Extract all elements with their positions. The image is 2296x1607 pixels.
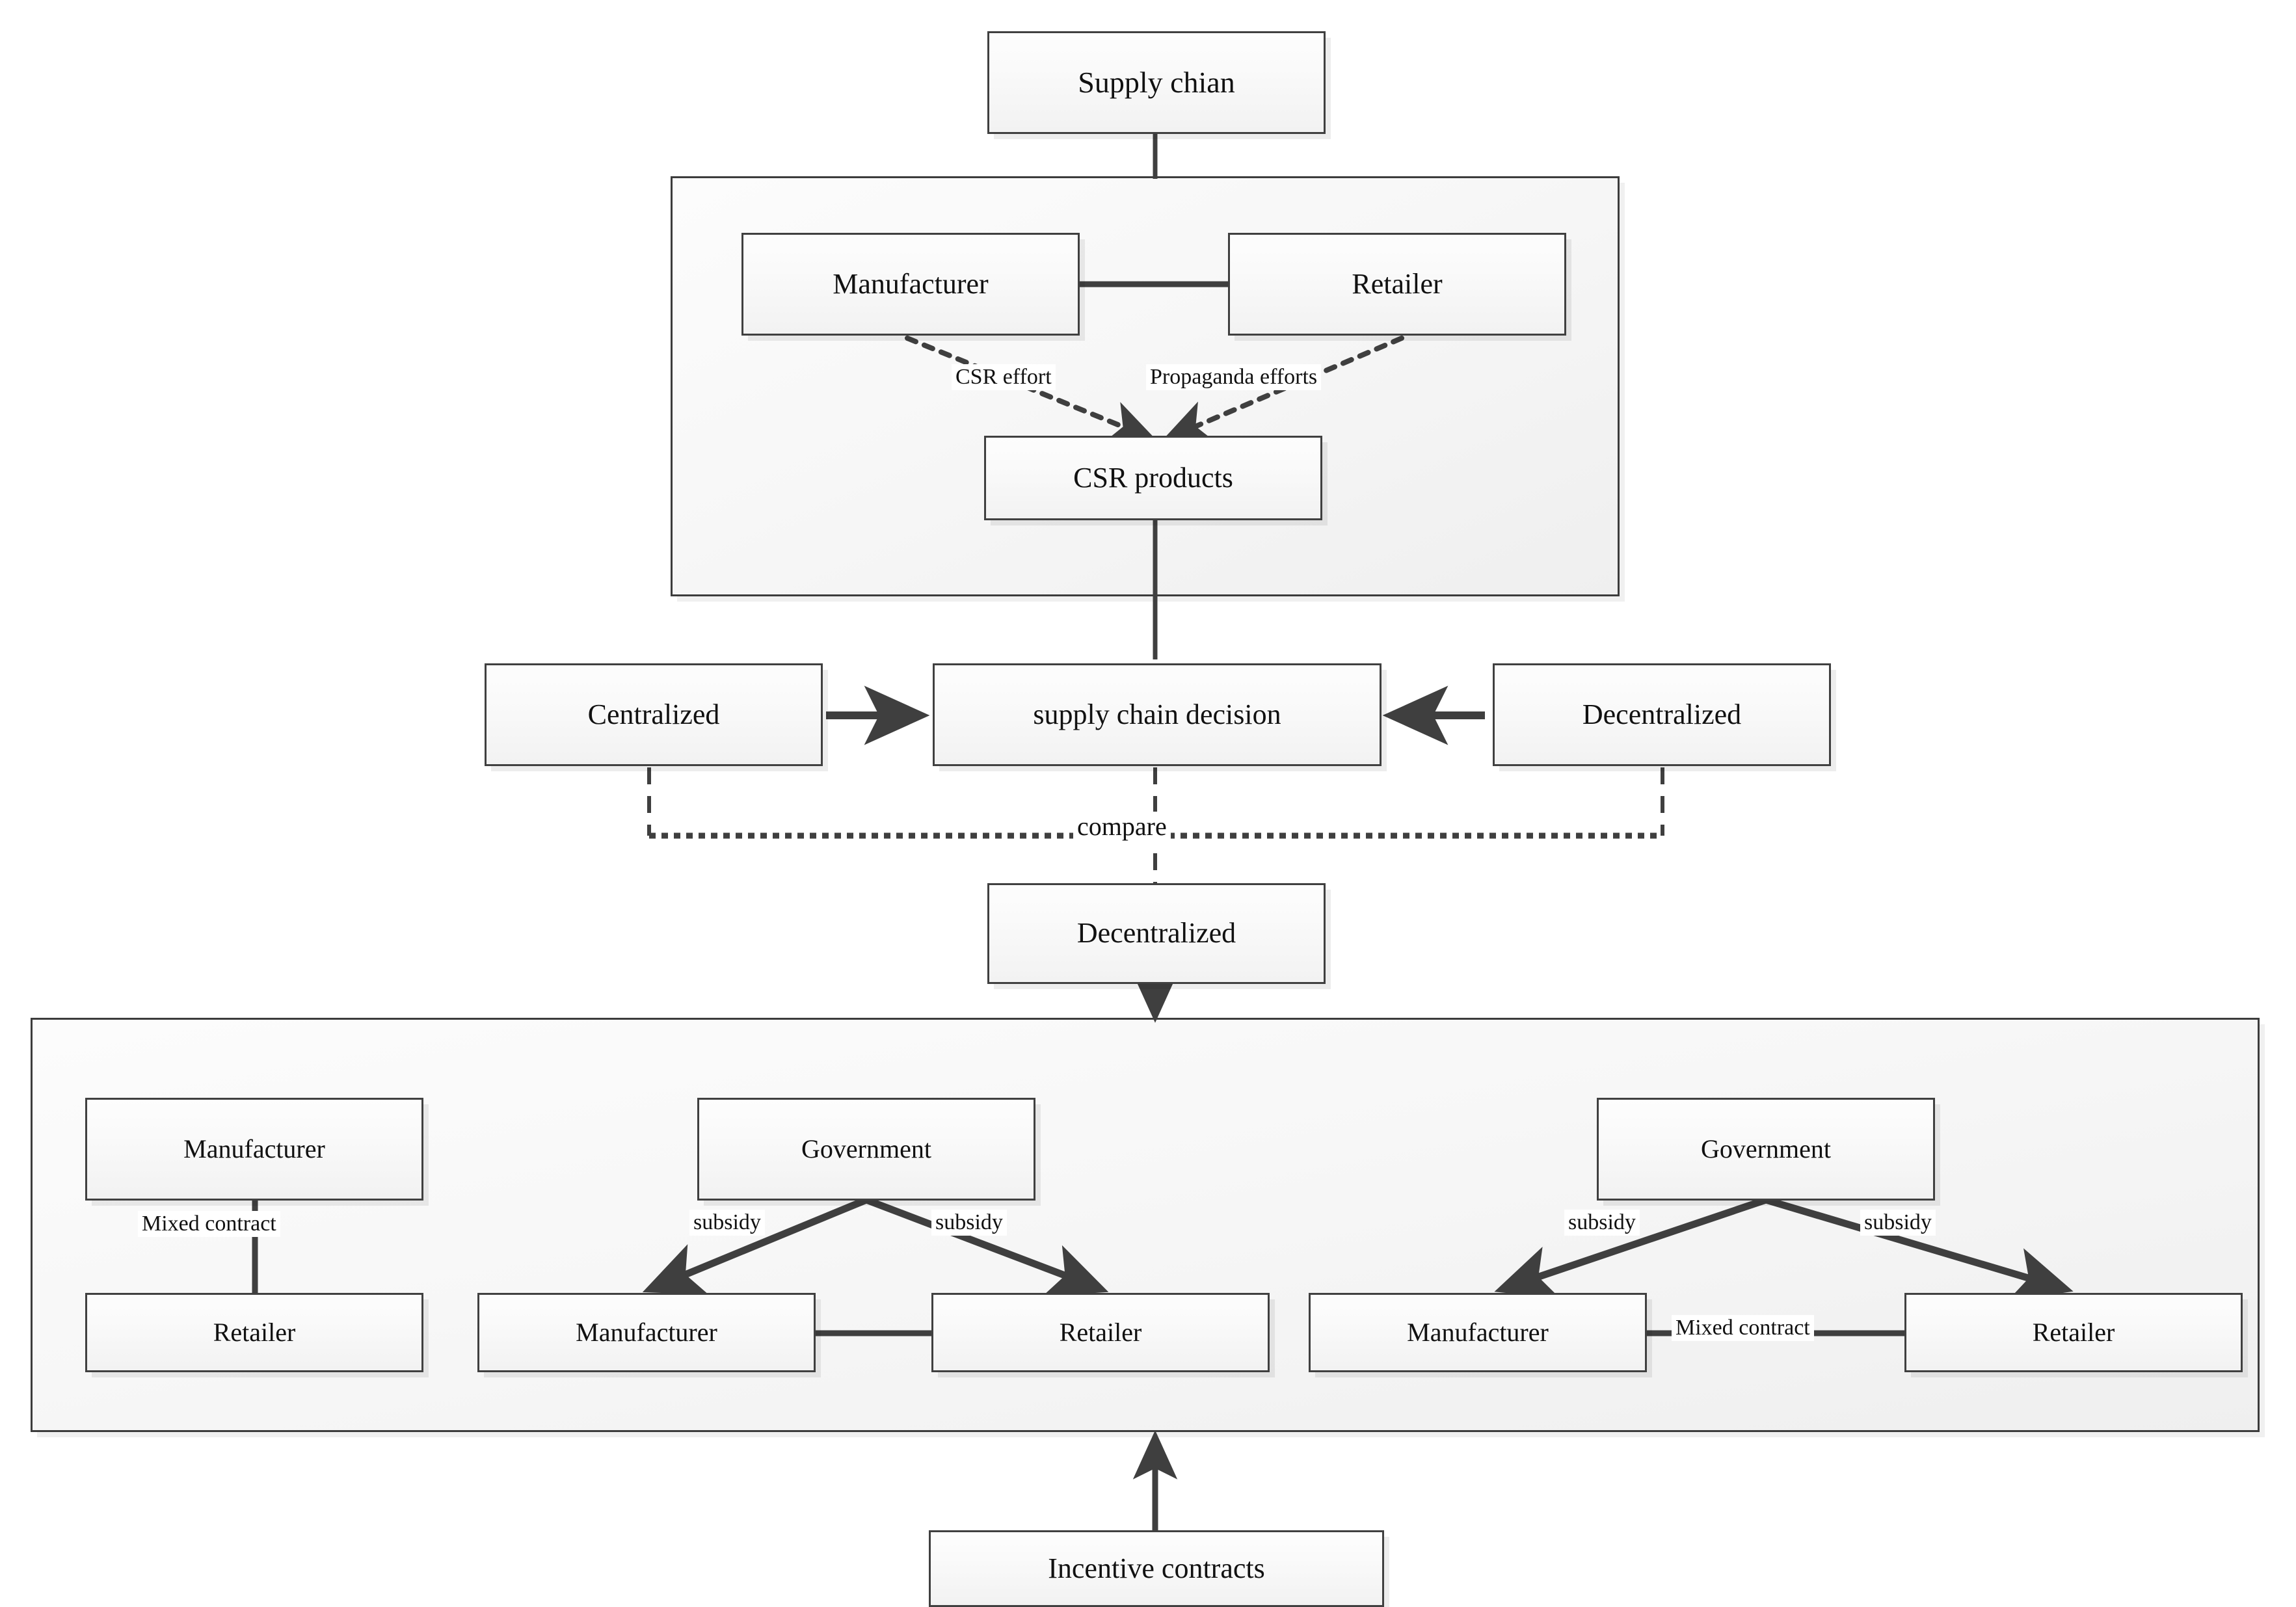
node-mid-manufacturer[interactable]: Manufacturer [477, 1293, 816, 1372]
node-upper-retailer[interactable]: Retailer [1228, 233, 1566, 336]
label-right-subsidy-left: subsidy [1564, 1210, 1640, 1236]
node-decentralized[interactable]: Decentralized [987, 883, 1326, 984]
node-csr-products-label: CSR products [1073, 461, 1233, 494]
node-supply-chain-decision-label: supply chain decision [1033, 698, 1281, 730]
node-incentive-contracts[interactable]: Incentive contracts [929, 1530, 1384, 1607]
label-mid-subsidy-right-text: subsidy [935, 1210, 1003, 1234]
node-upper-manufacturer[interactable]: Manufacturer [741, 233, 1080, 336]
node-decentralized-right[interactable]: Decentralized [1493, 663, 1831, 766]
node-right-retailer-label: Retailer [2032, 1318, 2115, 1347]
node-upper-retailer-label: Retailer [1352, 267, 1443, 300]
label-left-mixed-contract: Mixed contract [138, 1211, 280, 1237]
label-mid-subsidy-left: subsidy [689, 1210, 765, 1236]
node-right-government[interactable]: Government [1597, 1098, 1935, 1201]
node-decentralized-label: Decentralized [1076, 917, 1236, 950]
node-incentive-contracts-label: Incentive contracts [1048, 1552, 1265, 1584]
label-right-subsidy-left-text: subsidy [1568, 1210, 1636, 1234]
node-mid-retailer-label: Retailer [1059, 1318, 1142, 1347]
label-mid-subsidy-right: subsidy [931, 1210, 1007, 1236]
label-csr-effort: CSR effort [952, 364, 1056, 390]
node-upper-manufacturer-label: Manufacturer [833, 267, 989, 300]
label-right-mixed-contract-text: Mixed contract [1675, 1316, 1810, 1340]
node-supply-chain[interactable]: Supply chian [987, 31, 1326, 134]
label-propaganda-efforts-text: Propaganda efforts [1150, 365, 1318, 389]
label-csr-effort-text: CSR effort [955, 365, 1052, 389]
label-right-subsidy-right: subsidy [1860, 1210, 1936, 1236]
node-centralized[interactable]: Centralized [485, 663, 823, 766]
node-decentralized-right-label: Decentralized [1582, 698, 1742, 730]
node-right-manufacturer-label: Manufacturer [1407, 1318, 1549, 1347]
node-right-retailer[interactable]: Retailer [1904, 1293, 2243, 1372]
node-supply-chain-label: Supply chian [1078, 65, 1235, 99]
label-right-mixed-contract: Mixed contract [1672, 1315, 1814, 1341]
node-mid-manufacturer-label: Manufacturer [576, 1318, 717, 1347]
label-compare: compare [1073, 812, 1171, 842]
label-left-mixed-contract-text: Mixed contract [142, 1212, 276, 1236]
node-right-manufacturer[interactable]: Manufacturer [1309, 1293, 1647, 1372]
node-csr-products[interactable]: CSR products [984, 436, 1322, 520]
label-propaganda-efforts: Propaganda efforts [1146, 364, 1322, 390]
node-centralized-label: Centralized [587, 698, 720, 730]
node-left-retailer[interactable]: Retailer [85, 1293, 423, 1372]
node-right-government-label: Government [1701, 1134, 1831, 1163]
node-left-manufacturer-label: Manufacturer [183, 1134, 325, 1163]
node-mid-government[interactable]: Government [697, 1098, 1035, 1201]
label-compare-text: compare [1077, 812, 1167, 841]
node-left-manufacturer[interactable]: Manufacturer [85, 1098, 423, 1201]
node-supply-chain-decision[interactable]: supply chain decision [933, 663, 1382, 766]
node-left-retailer-label: Retailer [213, 1318, 296, 1347]
node-mid-retailer[interactable]: Retailer [931, 1293, 1270, 1372]
label-mid-subsidy-left-text: subsidy [693, 1210, 761, 1234]
label-right-subsidy-right-text: subsidy [1864, 1210, 1932, 1234]
node-mid-government-label: Government [801, 1134, 931, 1163]
